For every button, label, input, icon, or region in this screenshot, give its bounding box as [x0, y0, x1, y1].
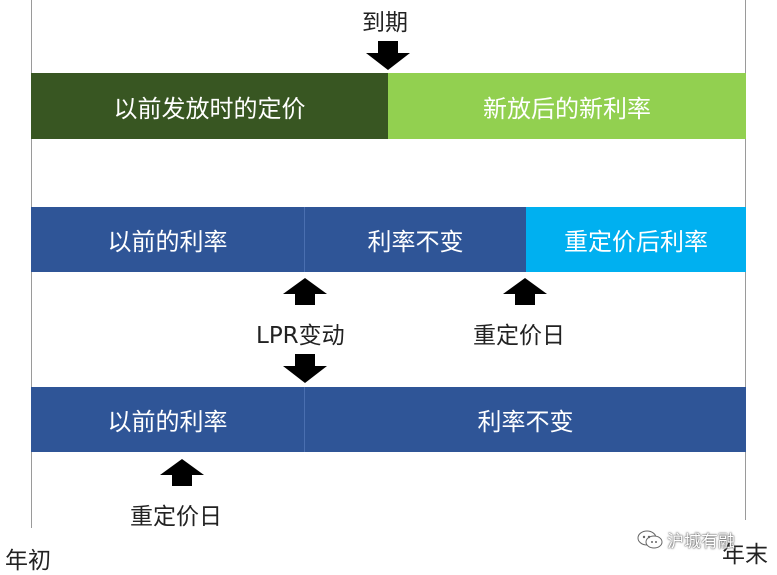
- bottom-seg-prev-rate: 以前的利率: [31, 387, 305, 452]
- up-arrow-icon: [283, 278, 327, 305]
- top-seg-new-rate-label: 新放后的新利率: [483, 94, 651, 123]
- down-arrow-icon: [283, 354, 327, 383]
- year-start-label: 年初: [5, 548, 51, 574]
- mid-seg-unchanged-label: 利率不变: [367, 228, 464, 256]
- lpr-change-label: LPR变动: [256, 323, 345, 349]
- mid-seg-repriced-rate: 重定价后利率: [526, 207, 746, 272]
- maturity-label: 到期: [362, 10, 408, 36]
- bottom-reprice-date-label: 重定价日: [130, 504, 222, 530]
- mid-seg-unchanged: 利率不变: [305, 207, 526, 272]
- bottom-seg-unchanged-label: 利率不变: [477, 408, 574, 436]
- top-seg-new-rate: 新放后的新利率: [388, 73, 746, 139]
- up-arrow-icon: [160, 459, 204, 486]
- year-end-label: 年末: [722, 542, 768, 568]
- mid-reprice-date-label: 重定价日: [473, 323, 565, 349]
- wechat-icon: [637, 530, 663, 548]
- top-seg-old-pricing: 以前发放时的定价: [31, 73, 388, 139]
- down-arrow-icon: [366, 41, 410, 70]
- mid-seg-repriced-rate-label: 重定价后利率: [564, 228, 708, 256]
- bottom-seg-unchanged: 利率不变: [305, 387, 746, 452]
- mid-seg-prev-rate-label: 以前的利率: [107, 228, 228, 256]
- up-arrow-icon: [503, 278, 547, 305]
- top-seg-old-pricing-label: 以前发放时的定价: [113, 94, 306, 123]
- watermark: 沪城有融: [637, 527, 735, 552]
- watermark-text: 沪城有融: [667, 532, 735, 552]
- bottom-seg-prev-rate-label: 以前的利率: [107, 408, 228, 436]
- mid-seg-prev-rate: 以前的利率: [31, 207, 305, 272]
